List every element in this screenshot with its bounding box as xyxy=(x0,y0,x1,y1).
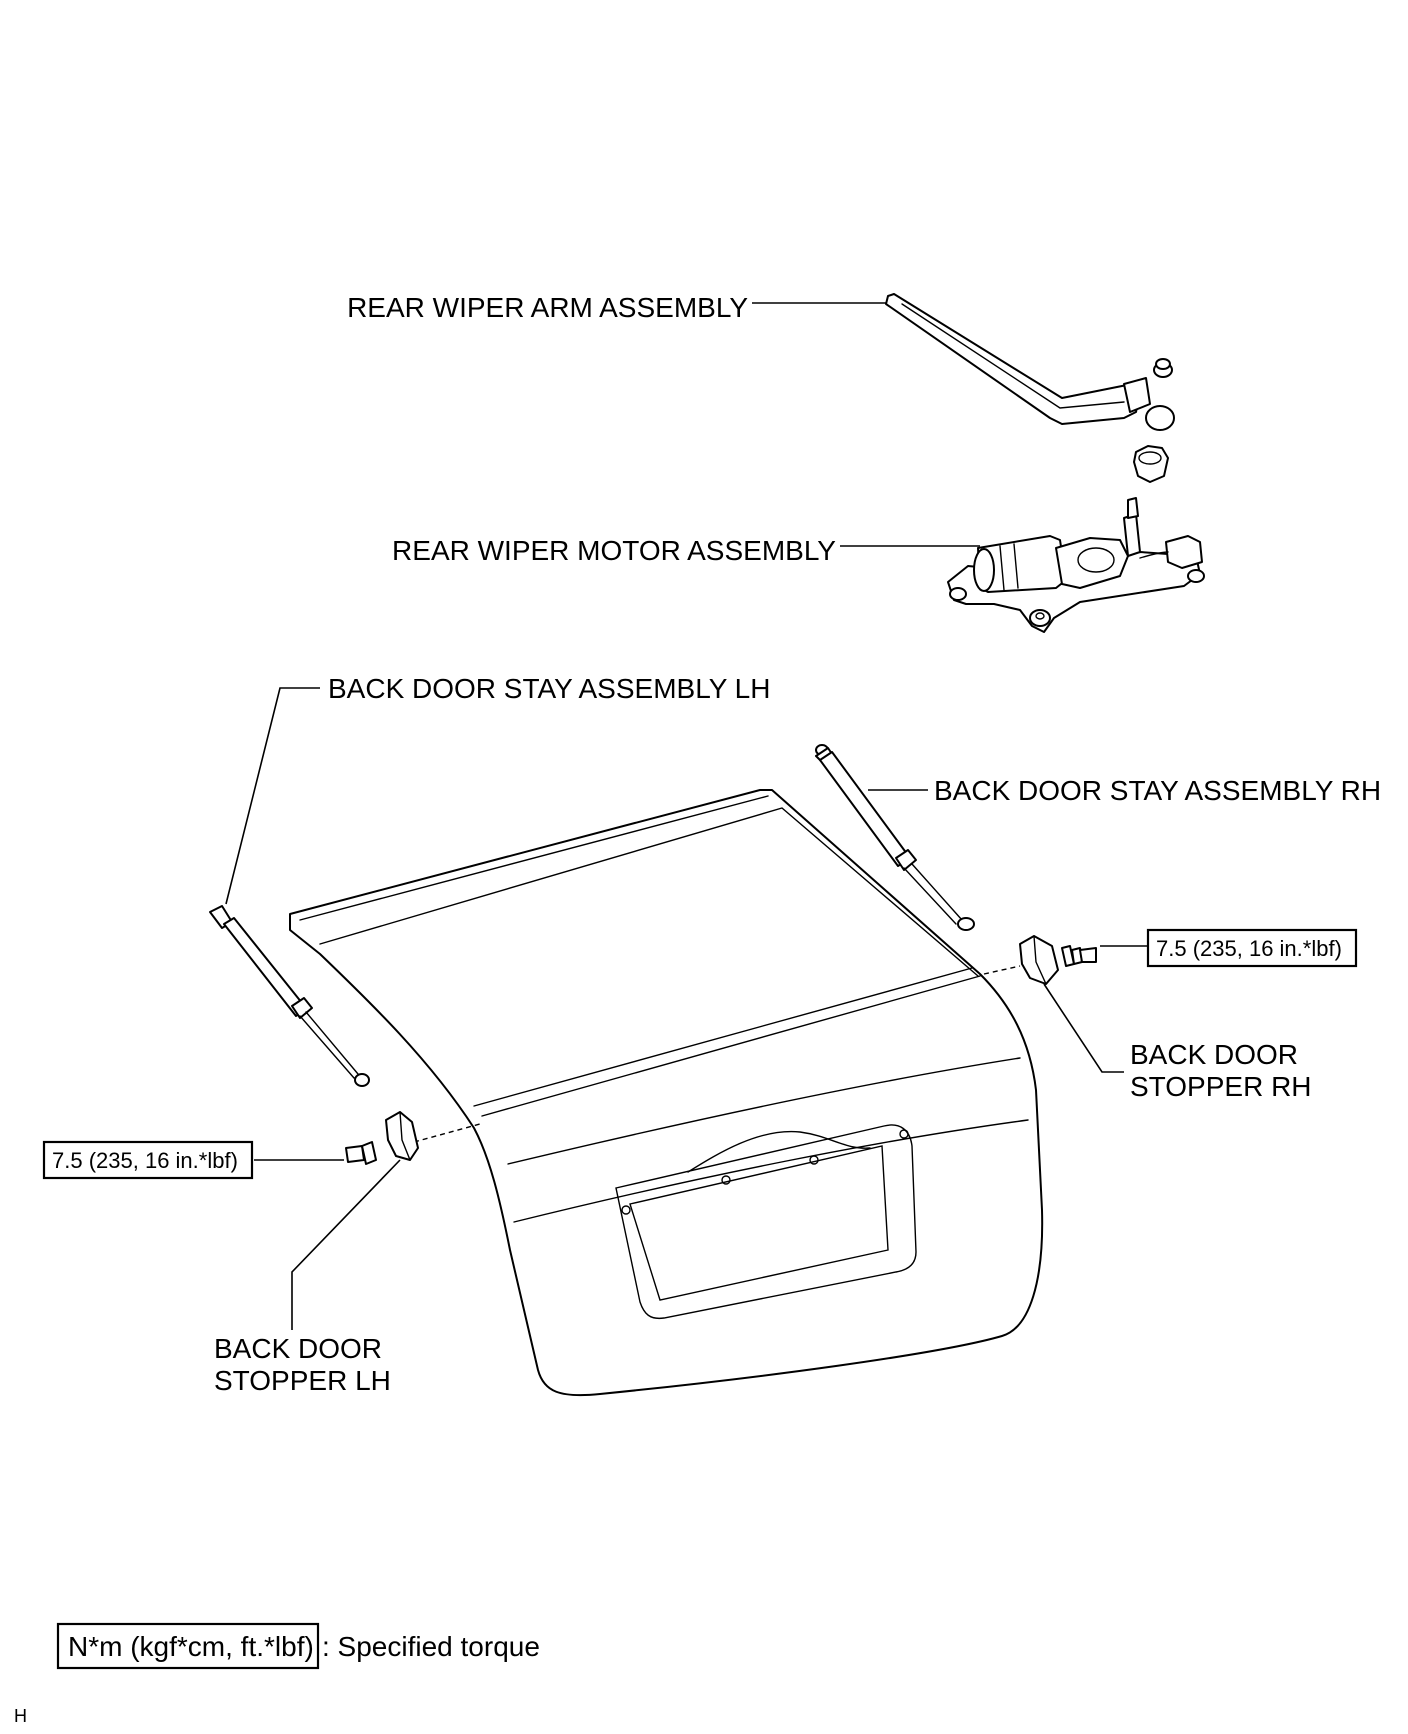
back-door-stay-rh xyxy=(815,744,975,931)
legend-unit-text: N*m (kgf*cm, ft.*lbf) xyxy=(68,1631,314,1662)
back-door-panel xyxy=(289,789,1044,1397)
torque-box-rh xyxy=(1146,928,1358,968)
back-door-stopper-lh-label-line1: BACK DOOR xyxy=(214,1333,382,1364)
legend-description: : Specified torque xyxy=(322,1631,540,1662)
figure-code: H xyxy=(14,1706,27,1726)
torque-value-lh: 7.5 (235, 16 in.*lbf) xyxy=(52,1148,238,1173)
back-door-stay-lh-label: BACK DOOR STAY ASSEMBLY LH xyxy=(328,673,770,704)
legend-unit-box xyxy=(56,1622,320,1670)
torque-value-rh: 7.5 (235, 16 in.*lbf) xyxy=(1156,936,1342,961)
torque-box-lh xyxy=(42,1140,254,1180)
rear-wiper-motor-assembly xyxy=(840,497,1205,633)
back-door-stopper-rh xyxy=(983,935,1148,1073)
back-door-stopper-rh-label-line2: STOPPER RH xyxy=(1130,1071,1312,1102)
torque-legend: N*m (kgf*cm, ft.*lbf) : Specified torque xyxy=(56,1622,540,1670)
rear-wiper-arm-label: REAR WIPER ARM ASSEMBLY xyxy=(347,292,748,323)
rear-wiper-arm-assembly xyxy=(752,293,1175,483)
back-door-stay-rh-label: BACK DOOR STAY ASSEMBLY RH xyxy=(934,775,1381,806)
back-door-stopper-lh-label-line2: STOPPER LH xyxy=(214,1365,391,1396)
back-door-stay-lh xyxy=(209,687,370,1087)
back-door-stopper-lh xyxy=(254,1111,481,1330)
back-door-stopper-rh-label-line1: BACK DOOR xyxy=(1130,1039,1298,1070)
rear-wiper-motor-label: REAR WIPER MOTOR ASSEMBLY xyxy=(392,535,836,566)
